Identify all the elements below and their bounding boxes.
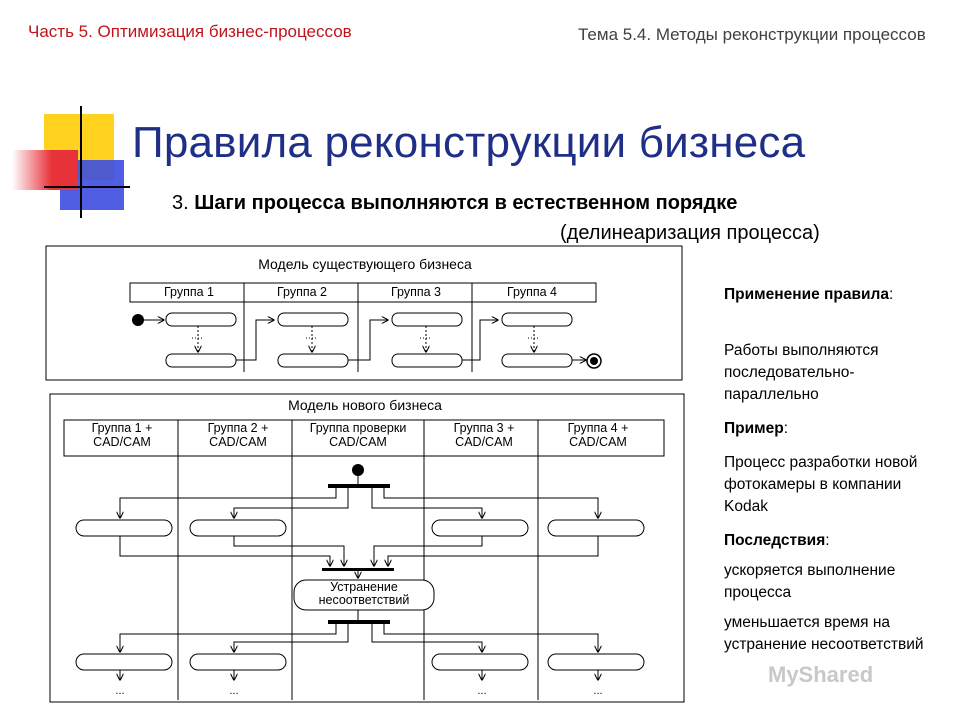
activity-box bbox=[277, 312, 349, 327]
group-label: Группа 3 + bbox=[454, 421, 515, 435]
nonconformity-line1: Устранение bbox=[330, 580, 398, 594]
activity-box bbox=[431, 653, 529, 671]
group-label: Группа проверки bbox=[310, 421, 407, 435]
group-label: CAD/CAM bbox=[455, 435, 513, 449]
join-bar bbox=[322, 568, 394, 571]
subtitle-line: 3. Шаги процесса выполняются в естествен… bbox=[172, 192, 737, 215]
nonconformity-line2: несоответствий bbox=[319, 593, 410, 607]
side-text-consequence-1: ускоряется выполнение процесса bbox=[724, 562, 896, 601]
group-label: Группа 1 + bbox=[92, 421, 153, 435]
activity-box bbox=[75, 519, 173, 537]
ellipsis-label: ... bbox=[229, 685, 238, 697]
side-text-consequence-2: уменьшается время на устранение несоотве… bbox=[724, 614, 924, 653]
activity-box bbox=[391, 312, 463, 327]
decor-red-square bbox=[12, 150, 78, 190]
header-part: Часть 5. Оптимизация бизнес-процессов bbox=[28, 22, 352, 41]
side-text-application: Работы выполняются последовательно-парал… bbox=[724, 342, 879, 403]
ellipsis-label: ... bbox=[477, 685, 486, 697]
group-label: CAD/CAM bbox=[329, 435, 387, 449]
activity-box bbox=[501, 353, 573, 368]
decor-horizontal-line bbox=[44, 186, 130, 188]
fork-bar bbox=[328, 484, 390, 488]
group-label: Группа 1 bbox=[164, 285, 214, 299]
group-label: Группа 2 + bbox=[208, 421, 269, 435]
page-title: Правила реконструкции бизнеса bbox=[132, 118, 806, 167]
start-node bbox=[132, 314, 144, 326]
activity-box bbox=[547, 653, 645, 671]
side-heading-consequences: Последствия: bbox=[724, 532, 830, 549]
group-label: Группа 4 bbox=[507, 285, 557, 299]
new-model-title: Модель нового бизнеса bbox=[288, 397, 442, 413]
watermark: MyShared bbox=[768, 662, 874, 687]
group-label: CAD/CAM bbox=[93, 435, 151, 449]
activity-box bbox=[277, 353, 349, 368]
group-label: Группа 3 bbox=[391, 285, 441, 299]
activity-box bbox=[165, 353, 237, 368]
activity-box bbox=[547, 519, 645, 537]
fork-bar bbox=[328, 620, 390, 624]
subtitle-paren: (делинеаризация процесса) bbox=[560, 222, 820, 244]
activity-box bbox=[501, 312, 573, 327]
activity-box bbox=[75, 653, 173, 671]
group-label: CAD/CAM bbox=[569, 435, 627, 449]
new-model-frame bbox=[49, 393, 685, 703]
activity-box bbox=[189, 653, 287, 671]
activity-box bbox=[165, 312, 237, 327]
activity-box bbox=[189, 519, 287, 537]
ellipsis-label: ... bbox=[593, 685, 602, 697]
existing-groups-bar bbox=[129, 282, 597, 303]
ellipsis-label: ... bbox=[115, 685, 124, 697]
side-heading-example: Пример: bbox=[724, 420, 789, 437]
new-groups-bar bbox=[63, 419, 665, 457]
group-label: Группа 4 + bbox=[568, 421, 629, 435]
end-node bbox=[586, 353, 602, 369]
group-label: CAD/CAM bbox=[209, 435, 267, 449]
existing-model-frame bbox=[45, 245, 683, 381]
activity-box bbox=[391, 353, 463, 368]
subtitle-number: 3. bbox=[172, 192, 195, 214]
side-text-example: Процесс разработки новой фотокамеры в ко… bbox=[724, 454, 918, 515]
subtitle-bold: Шаги процесса выполняются в естественном… bbox=[194, 192, 738, 214]
decor-vertical-line bbox=[80, 106, 82, 218]
start-node bbox=[352, 464, 364, 476]
side-heading-application: Применение правила: bbox=[724, 286, 894, 303]
header-topic: Тема 5.4. Методы реконструкции процессов bbox=[578, 25, 926, 44]
nonconformity-box bbox=[293, 579, 435, 611]
group-label: Группа 2 bbox=[277, 285, 327, 299]
activity-box bbox=[431, 519, 529, 537]
existing-model-title: Модель существующего бизнеса bbox=[258, 256, 472, 272]
